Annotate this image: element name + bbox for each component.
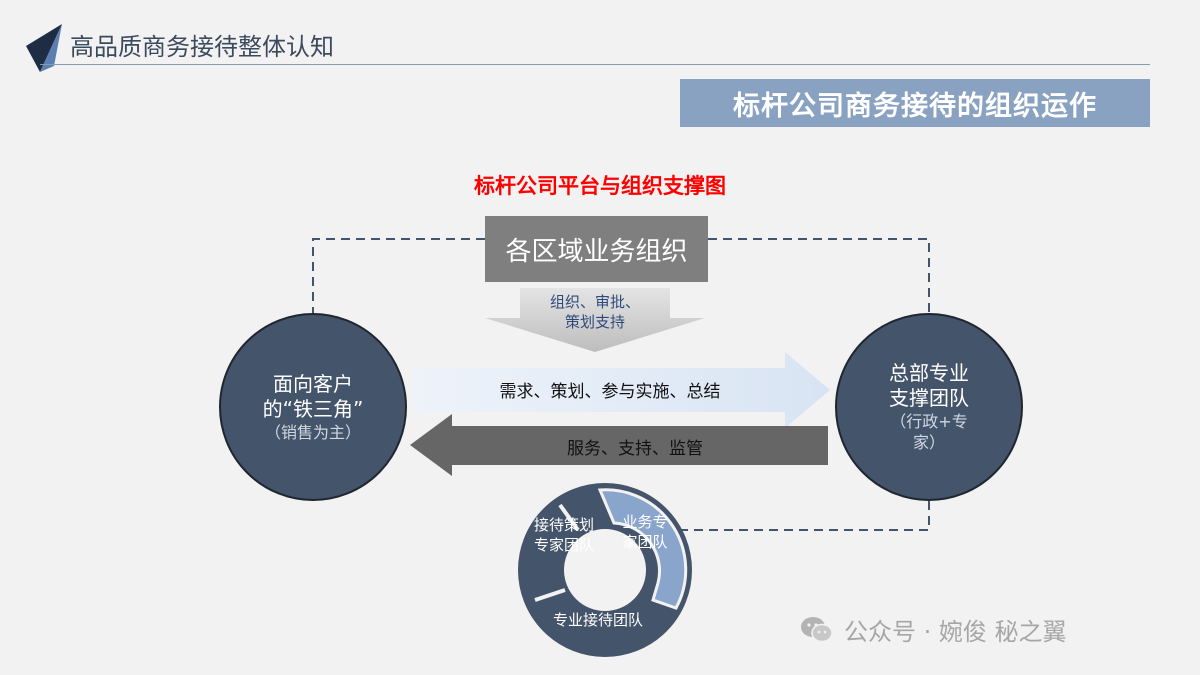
seg2-line1: 业务专 xyxy=(622,513,668,531)
dashed-connectors xyxy=(312,238,930,531)
right-circle-line1: 总部专业 xyxy=(889,361,969,385)
cycle-seg-reception-team: 专业接待团队 xyxy=(552,611,643,629)
logo-icon xyxy=(26,24,62,72)
hq-support-team-circle: 总部专业 支撑团队 （行政+专 家） xyxy=(835,313,1023,501)
down-arrow-label-line1: 组织、审批、 xyxy=(549,293,640,311)
right-arrow xyxy=(412,352,830,428)
seg2-line2: 家团队 xyxy=(622,533,668,551)
cycle-seg-business-experts: 业务专 家团队 xyxy=(610,512,680,552)
dashed-connector-left xyxy=(312,238,485,313)
dashed-connector-right xyxy=(708,238,930,313)
down-arrow-label-line2: 策划支持 xyxy=(564,313,625,331)
down-arrow-label: 组织、审批、 策划支持 xyxy=(520,292,670,332)
watermark: 公众号 · 婉俊 秘之翼 xyxy=(800,612,1067,647)
cycle-seg-planning-experts: 接待策划 专家团队 xyxy=(524,515,604,555)
customer-iron-triangle-circle: 面向客户 的“铁三角” （销售为主） xyxy=(219,313,407,501)
right-circle-sub2: 家） xyxy=(912,433,945,452)
dashed-connector-bottom xyxy=(670,501,930,531)
left-circle-line1: 面向客户 xyxy=(273,371,353,396)
wechat-icon xyxy=(801,616,833,642)
down-arrow xyxy=(485,288,705,352)
right-arrow-label: 需求、策划、参与实施、总结 xyxy=(499,382,721,402)
seg1-line2: 专家团队 xyxy=(533,536,594,554)
watermark-text: 公众号 · 婉俊 秘之翼 xyxy=(844,618,1067,646)
left-circle-line2: 的“铁三角” xyxy=(262,396,364,421)
diagram-title: 标杆公司平台与组织支撑图 xyxy=(474,174,726,198)
left-arrow-label: 服务、支持、监管 xyxy=(567,439,703,459)
left-arrow xyxy=(410,414,828,476)
left-circle-sub: （销售为主） xyxy=(264,422,361,442)
page-title: 高品质商务接待整体认知 xyxy=(70,33,334,61)
header-divider xyxy=(40,64,1150,65)
right-circle-line2: 支撑团队 xyxy=(889,386,969,410)
section-banner: 标杆公司商务接待的组织运作 xyxy=(680,79,1150,127)
cycle-graphic xyxy=(518,483,692,657)
regional-business-org-box: 各区域业务组织 xyxy=(485,216,708,282)
right-circle-sub1: （行政+专 xyxy=(890,412,968,431)
seg1-line1: 接待策划 xyxy=(533,516,594,534)
